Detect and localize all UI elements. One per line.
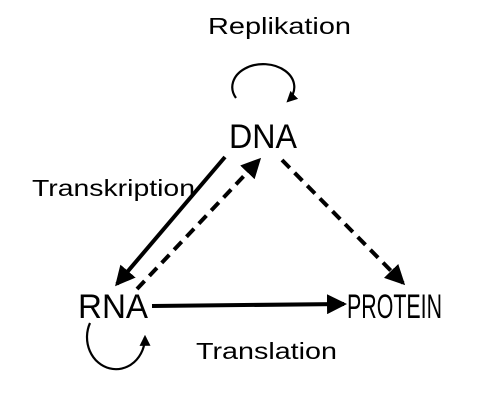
protein-node-label: PROTEIN xyxy=(347,288,442,326)
rna-node-label: RNA xyxy=(78,288,148,326)
reverse-transcription-arrow xyxy=(135,157,262,291)
dna-node-label: DNA xyxy=(229,118,297,156)
rna-loop-arrow xyxy=(85,322,151,371)
dna-to-protein-arrow xyxy=(280,158,406,286)
transcription-arrow xyxy=(115,155,227,287)
translation-label: Translation xyxy=(196,338,337,364)
replication-loop-arrow xyxy=(231,63,299,103)
replication-label: Replikation xyxy=(208,13,351,39)
transcription-label: Transkription xyxy=(32,175,195,201)
translation-arrow xyxy=(151,294,347,315)
